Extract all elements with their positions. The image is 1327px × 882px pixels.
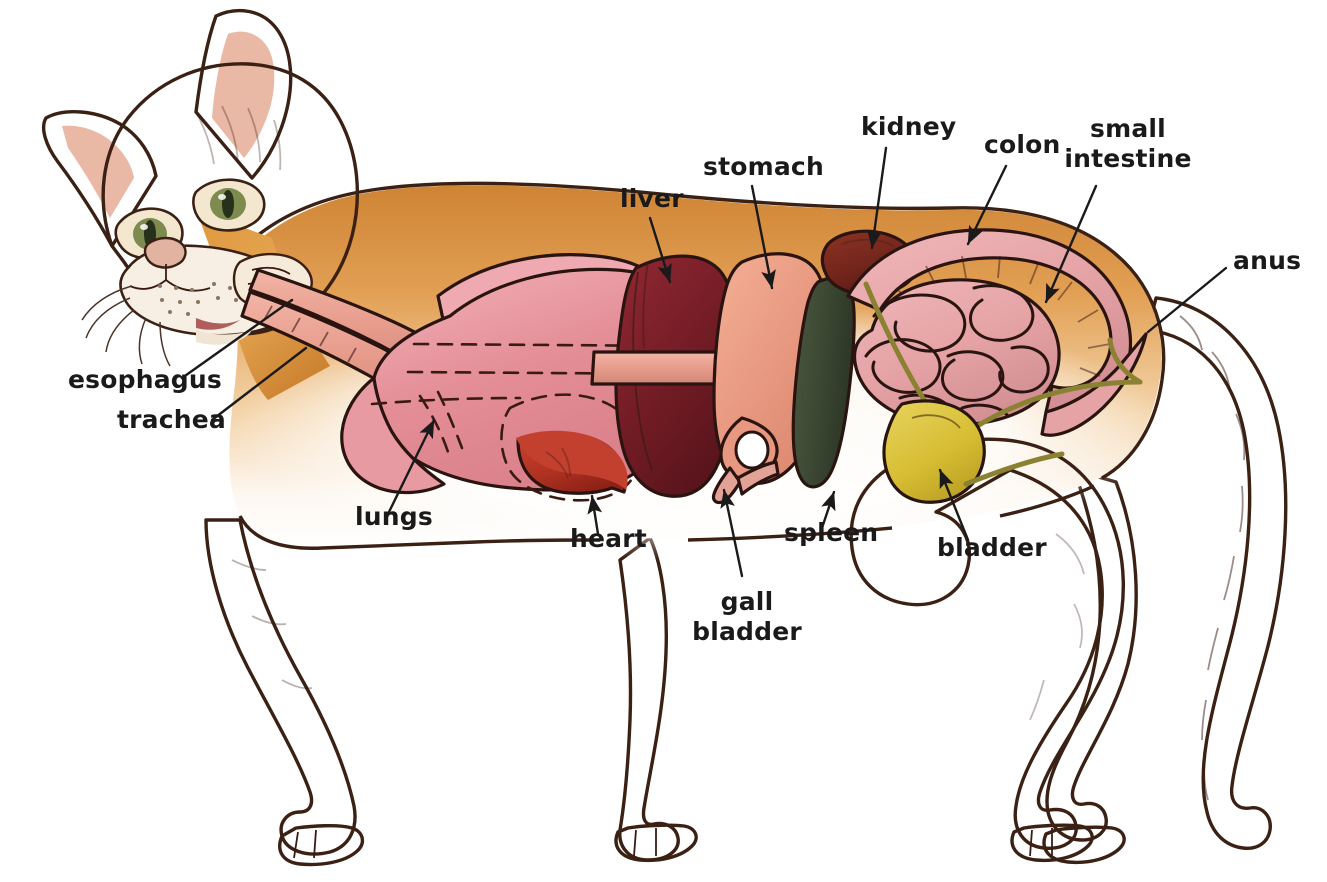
cat-belly-outline-1 <box>475 538 601 544</box>
bladder-highlight <box>911 414 961 429</box>
leader-bladder <box>938 468 970 542</box>
cat-ear-left-inner <box>62 125 134 218</box>
label-heart: heart <box>570 524 647 553</box>
cat-front-paw-near <box>278 824 364 867</box>
leader-colon <box>966 164 1008 246</box>
tail-stripes <box>1179 315 1246 801</box>
label-small-intestine-2: intestine <box>1064 144 1191 173</box>
cat-head <box>41 8 360 400</box>
cat-ear-right-inner <box>212 31 275 158</box>
label-lungs: lungs <box>355 502 433 531</box>
cat-front-paw-far <box>614 823 698 863</box>
heart-vessels <box>545 447 571 479</box>
cat-chin <box>196 330 252 345</box>
leader-anus <box>1146 266 1228 334</box>
leader-small-intestine <box>1044 184 1098 304</box>
label-gall-bladder-2: bladder <box>692 617 802 646</box>
labels-group: esophagus trachea lungs heart liver gall… <box>68 112 1301 646</box>
label-trachea: trachea <box>117 405 226 434</box>
tuft-line-1 <box>251 266 291 275</box>
cat-back-outline <box>231 181 1166 381</box>
label-gall-bladder-1: gall <box>721 587 774 616</box>
stomach-opening <box>734 430 770 470</box>
cat-hind-leg-near <box>849 437 1125 850</box>
leader-lungs <box>386 418 436 516</box>
leader-kidney <box>867 146 888 250</box>
organ-group <box>240 228 1148 505</box>
leader-spleen <box>820 490 836 530</box>
label-stomach: stomach <box>703 152 824 181</box>
head-stripes <box>195 105 282 171</box>
paw-toes-front-far <box>633 828 657 857</box>
cat-hind-paw-near <box>1010 823 1094 863</box>
cat-front-leg-far <box>618 536 680 862</box>
cat-hind-leg-far <box>1045 468 1138 842</box>
cat-tail <box>1146 296 1288 850</box>
cat-ear-right <box>194 8 293 180</box>
cat-belly-outline-3 <box>999 484 1095 518</box>
label-colon: colon <box>984 130 1061 159</box>
leader-esophagus <box>180 298 294 380</box>
organ-lungs[interactable] <box>340 253 693 502</box>
leader-trachea <box>210 346 308 422</box>
organ-heart[interactable] <box>516 430 628 495</box>
leader-gall-bladder <box>720 488 744 578</box>
cat-front-leg-near <box>204 518 357 856</box>
liver-lobe-line-2 <box>642 261 649 349</box>
cat-belly-outline-2 <box>687 526 893 542</box>
whisker-dots <box>158 282 238 316</box>
label-liver: liver <box>620 184 684 213</box>
organ-rectum <box>1040 332 1148 437</box>
label-spleen: spleen <box>784 518 878 547</box>
label-anus: anus <box>1233 246 1301 275</box>
leader-liver <box>648 216 672 284</box>
cat-whiskers <box>81 285 171 367</box>
label-kidney: kidney <box>861 112 956 141</box>
leader-stomach <box>750 184 776 290</box>
organ-spleen[interactable] <box>791 276 856 489</box>
cat-rump-outline <box>1101 379 1164 480</box>
leader-heart <box>587 494 603 536</box>
label-bladder: bladder <box>937 533 1047 562</box>
cat-chest-outline <box>238 515 477 550</box>
urethra <box>963 451 1065 487</box>
label-small-intestine-1: small <box>1090 114 1166 143</box>
organ-bladder[interactable] <box>882 399 1065 504</box>
paw-toes-front <box>293 829 317 859</box>
leader-lines <box>180 146 1228 578</box>
label-esophagus: esophagus <box>68 365 222 394</box>
cat-nose <box>143 236 187 269</box>
cat-eye-right <box>192 178 266 232</box>
organ-colon[interactable] <box>846 228 1148 437</box>
cat-mouth-open <box>196 318 240 330</box>
cat-mouth-right <box>165 279 211 292</box>
cat-hind-paw-far <box>1042 825 1126 865</box>
cat-mouth-left <box>129 279 167 290</box>
